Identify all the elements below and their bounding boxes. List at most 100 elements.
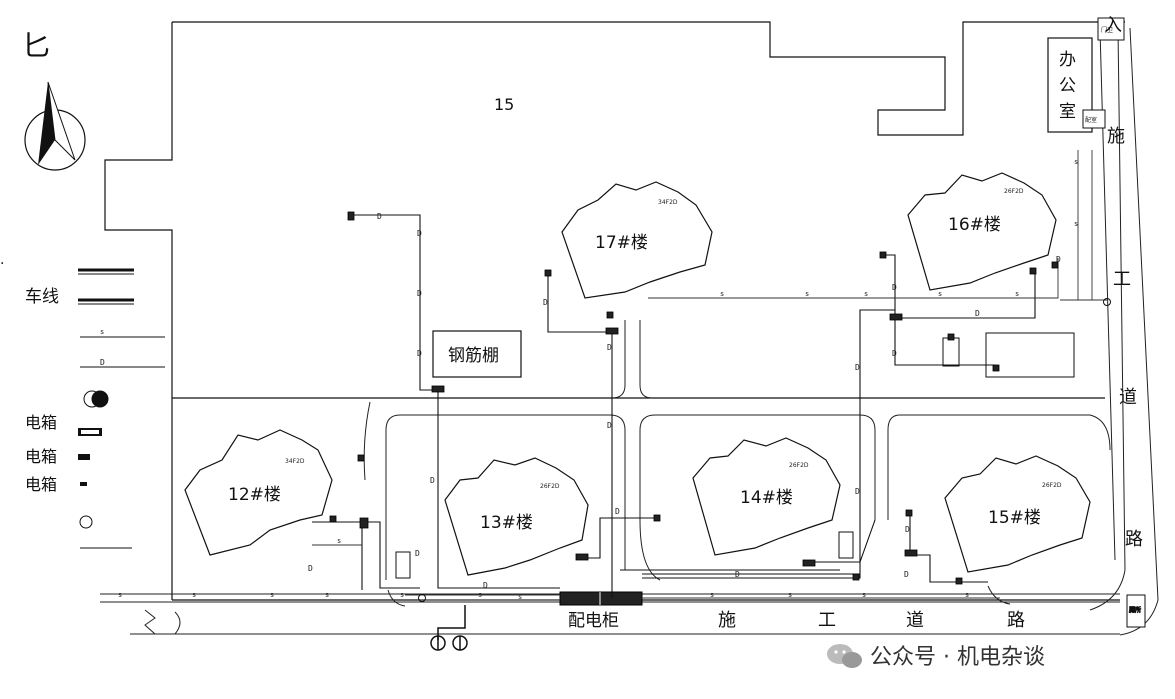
building-12-floors: 34F2D xyxy=(285,458,305,465)
mark-d: D xyxy=(904,570,909,579)
mark-d: D xyxy=(975,309,980,318)
building-14: 14#楼 26F2D xyxy=(692,437,841,556)
distribution-boxes xyxy=(329,211,1059,585)
water-lines-s xyxy=(312,150,1108,601)
transformers xyxy=(430,605,468,651)
mark-s: s xyxy=(1015,290,1019,298)
mark-d: D xyxy=(417,349,422,358)
mark-d: D xyxy=(308,564,313,573)
junction-circle xyxy=(1103,298,1111,306)
building-17-label: 17#楼 xyxy=(595,233,648,253)
mark-s: s xyxy=(710,591,714,599)
power-lines-d xyxy=(312,214,1036,598)
watermark-text: 公众号 · 机电杂谈 xyxy=(870,645,1045,670)
mark-s: s xyxy=(118,591,122,599)
building-16-label: 16#楼 xyxy=(948,215,1001,235)
mark-s: s xyxy=(864,290,868,298)
rebar-shed: 钢筋棚 xyxy=(432,330,522,378)
building-17-floors: 34F2D xyxy=(658,199,678,206)
bottom-road-char: 工 xyxy=(818,610,836,631)
site-number: 15 xyxy=(494,95,514,114)
bottom-road xyxy=(100,593,1120,635)
office-char-3: 室 xyxy=(1059,102,1076,122)
right-road-entry: 入 xyxy=(1104,15,1122,36)
site-boundary xyxy=(104,21,1125,601)
mark-d: D xyxy=(855,363,860,372)
office: 办 公 室 配室 门卫 xyxy=(1047,17,1125,133)
mark-d: D xyxy=(607,421,612,430)
mark-s: s xyxy=(518,593,522,601)
mark-s: s xyxy=(325,591,329,599)
building-17: 17#楼 34F2D xyxy=(561,181,713,299)
office-char-2: 公 xyxy=(1059,76,1076,96)
distribution-cabinet: 配电柜 xyxy=(559,591,643,631)
legend-car-line: 车线 xyxy=(25,287,59,307)
building-14-floors: 26F2D xyxy=(789,462,809,469)
junction-circle xyxy=(418,594,426,602)
right-road-char: 工 xyxy=(1113,269,1131,290)
building-12-label: 12#楼 xyxy=(228,485,281,505)
mark-d: D xyxy=(543,298,548,307)
bottom-road-char: 道 xyxy=(906,610,924,631)
gate-room-label: 门卫 xyxy=(1101,26,1113,34)
mark-s: s xyxy=(478,591,482,599)
mark-d: D xyxy=(1056,255,1061,264)
mark-d: D xyxy=(892,283,897,292)
mark-s: s xyxy=(192,591,196,599)
mark-d: D xyxy=(417,229,422,238)
internal-roads xyxy=(363,320,1111,607)
building-13-floors: 26F2D xyxy=(540,483,560,490)
legend-water: s xyxy=(100,328,104,336)
mark-s: s xyxy=(938,290,942,298)
mark-d: D xyxy=(417,289,422,298)
legend: 车线 s D 电箱 电箱 电箱 · xyxy=(0,256,165,549)
storage-boxes: 厕所 xyxy=(395,332,1146,628)
bottom-road-char: 路 xyxy=(1007,610,1025,631)
building-15-label: 15#楼 xyxy=(988,508,1041,528)
mark-s: s xyxy=(400,591,404,599)
mark-s: s xyxy=(965,591,969,599)
mark-d: D xyxy=(892,349,897,358)
building-12: 12#楼 34F2D xyxy=(184,429,333,556)
right-road-char: 路 xyxy=(1125,529,1143,550)
mark-d: D xyxy=(735,570,740,579)
distribution-cabinet-label: 配电柜 xyxy=(568,611,619,631)
building-14-label: 14#楼 xyxy=(740,488,793,508)
legend-box-1: 电箱 xyxy=(25,413,57,432)
mark-s: s xyxy=(270,591,274,599)
building-16-floors: 26F2D xyxy=(1004,188,1024,195)
legend-box-2: 电箱 xyxy=(25,447,57,466)
north-arrow: 匕 xyxy=(22,29,86,171)
mark-d: D xyxy=(415,549,420,558)
mark-d: D xyxy=(483,581,488,590)
mark-d: D xyxy=(855,487,860,496)
mark-s: s xyxy=(862,591,866,599)
legend-edge-mark: · xyxy=(0,256,4,272)
building-15: 15#楼 26F2D xyxy=(944,455,1091,573)
toilet-label: 厕所 xyxy=(1129,606,1141,614)
bottom-road-char: 施 xyxy=(718,610,736,631)
office-char-1: 办 xyxy=(1059,50,1076,70)
building-13-label: 13#楼 xyxy=(480,513,533,533)
mark-s: s xyxy=(720,290,724,298)
mark-d: D xyxy=(905,525,910,534)
building-15-floors: 26F2D xyxy=(1042,482,1062,489)
mark-s: s xyxy=(805,290,809,298)
right-road-labels: 入 施 工 道 路 xyxy=(1104,15,1143,550)
right-road-char: 道 xyxy=(1119,387,1137,408)
legend-power: D xyxy=(100,358,105,367)
building-13: 13#楼 26F2D xyxy=(444,457,589,576)
right-road-char: 施 xyxy=(1107,126,1125,147)
office-small-room-label: 配室 xyxy=(1085,116,1097,124)
line-markers: D D D D D D D D D D D D D D D D D D D D … xyxy=(118,158,1078,601)
legend-box-3: 电箱 xyxy=(25,475,57,494)
mark-d: D xyxy=(615,507,620,516)
bottom-road-labels: 施 工 道 路 xyxy=(718,610,1025,631)
mark-d: D xyxy=(377,212,382,221)
rebar-shed-label: 钢筋棚 xyxy=(448,346,499,366)
building-16: 16#楼 26F2D xyxy=(907,172,1057,291)
watermark: 公众号 · 机电杂谈 xyxy=(827,644,1045,670)
mark-s: s xyxy=(1074,158,1078,166)
mark-s: s xyxy=(1074,220,1078,228)
